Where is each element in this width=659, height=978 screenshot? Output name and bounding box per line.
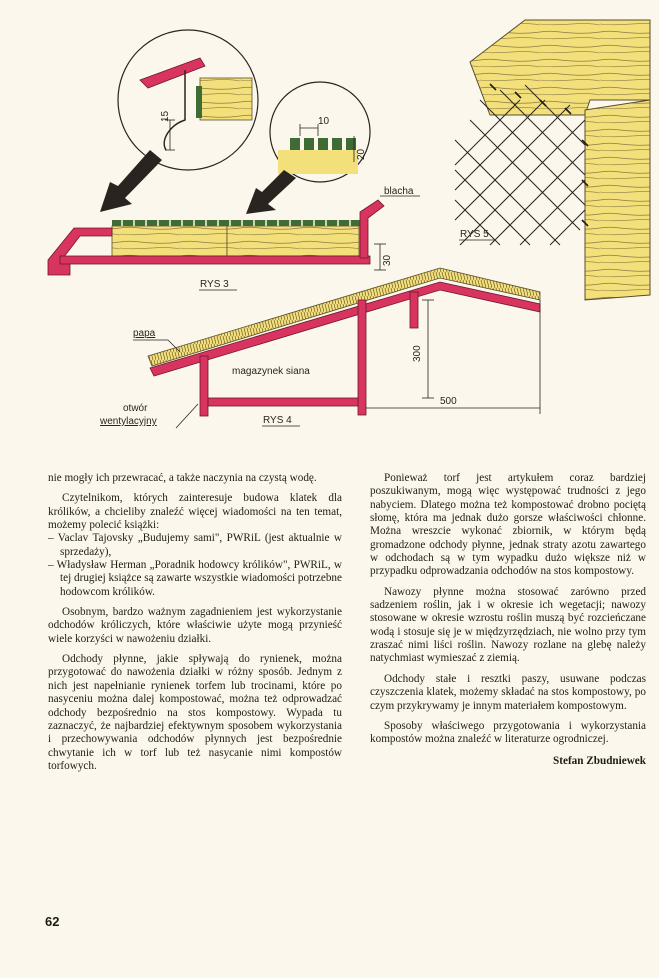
rys3-frame-bottom xyxy=(59,255,371,265)
rys5-post xyxy=(584,99,651,301)
rys4-rafter xyxy=(149,281,541,377)
rys3-frame-right xyxy=(359,199,385,259)
rys3-slats xyxy=(112,220,360,226)
rys3-dim-20: 20 xyxy=(356,148,367,160)
rys4-dim-500: 500 xyxy=(440,396,457,407)
figure-rys-4 xyxy=(133,267,541,429)
figure-rys-3 xyxy=(47,29,420,291)
article-column-right: Ponieważ torf jest artykułem coraz bardz… xyxy=(370,472,646,775)
rys4-label-otwor-2: wentylacyjny xyxy=(100,416,157,427)
rys5-top-beam xyxy=(469,19,651,116)
rys3-label-blacha: blacha xyxy=(384,186,414,197)
rys5-staples xyxy=(489,83,589,227)
rys3-floor-board-left xyxy=(111,225,228,257)
rys4-label-magazynek: magazynek siana xyxy=(232,366,310,377)
rys3-caption: RYS 3 xyxy=(200,279,229,290)
rys4-floor-beam xyxy=(207,397,359,407)
paragraph: Odchody płynne, jakie spływają do rynien… xyxy=(48,653,342,772)
paragraph: Nawozy płynne można stosować zarówno prz… xyxy=(370,585,646,665)
rys3-detail-right-content xyxy=(278,124,358,174)
rys5-caption: RYS 5 xyxy=(460,229,489,240)
rys4-post-right xyxy=(357,299,367,416)
book-list-item: – Władysław Herman „Poradnik hodowcy kró… xyxy=(48,559,342,598)
rys3-arrow-left xyxy=(100,150,162,212)
rys4-post-left xyxy=(199,355,209,417)
paragraph: Czytelnikom, których zainteresuje budowa… xyxy=(48,492,342,532)
rys3-dim-15: 15 xyxy=(160,110,171,122)
book-list-item: – Vaclav Tajovsky „Budujemy sami", PWRiL… xyxy=(48,532,342,558)
author-signature: Stefan Zbudniewek xyxy=(553,754,646,767)
rys3-floor-board-right xyxy=(226,225,360,257)
rys3-detail-left-content xyxy=(139,57,253,151)
paragraph: nie mogły ich przewracać, a także naczyn… xyxy=(48,472,317,484)
rys3-frame-left xyxy=(47,227,113,276)
rys4-label-otwor-1: otwór xyxy=(123,403,148,414)
rys4-label-papa: papa xyxy=(133,328,156,339)
rys3-dim-10: 10 xyxy=(318,116,330,127)
article-column-left: nie mogły ich przewracać, a także naczyn… xyxy=(48,472,342,780)
rys3-arrow-right xyxy=(246,170,296,214)
figure-rys-5 xyxy=(454,19,651,301)
paragraph: Odchody stałe i resztki paszy, usuwane p… xyxy=(370,672,646,712)
rys3-dim-30: 30 xyxy=(382,254,393,266)
page-number: 62 xyxy=(45,914,60,929)
illustration-rys-3-4-5 xyxy=(47,19,651,429)
paragraph: Osobnym, bardzo ważnym zagadnieniem jest… xyxy=(48,606,342,645)
rys4-dim-300: 300 xyxy=(412,345,423,362)
rys3-detail-circle-left xyxy=(117,29,259,171)
paragraph: Ponieważ torf jest artykułem coraz bardz… xyxy=(370,472,646,578)
paragraph: Sposoby właściwego przygotowania i wykor… xyxy=(370,719,646,746)
rys4-bracket xyxy=(409,291,419,329)
rys4-caption: RYS 4 xyxy=(263,415,292,426)
rys5-wire-mesh xyxy=(454,84,586,246)
